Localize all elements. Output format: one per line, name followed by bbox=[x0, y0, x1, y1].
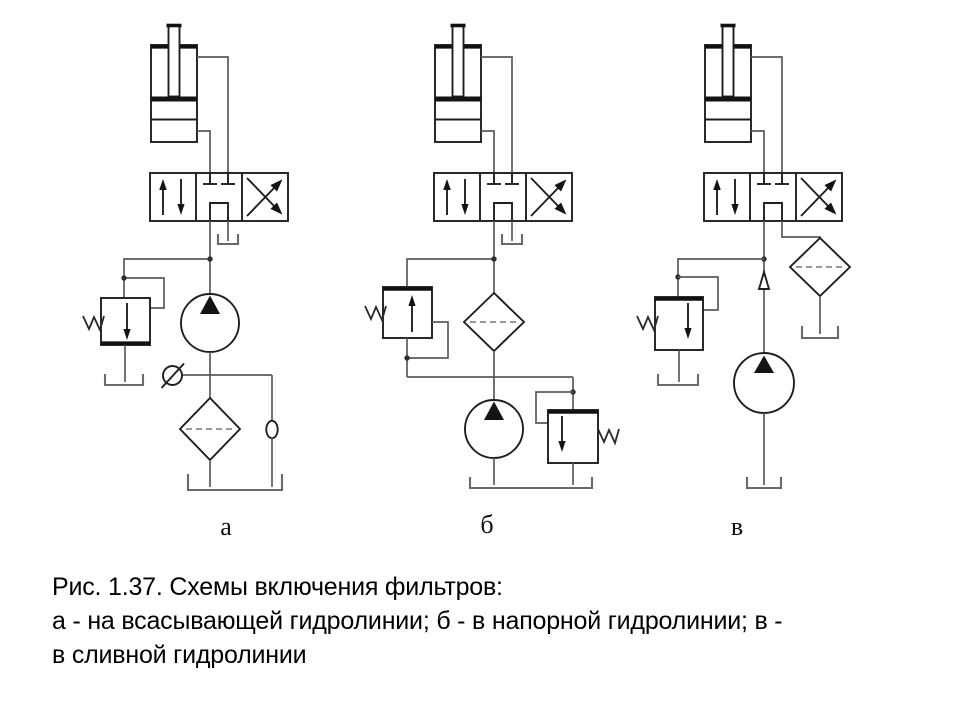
tank-icon bbox=[186, 474, 284, 492]
filter-icon bbox=[178, 396, 242, 462]
junction-dot bbox=[404, 355, 410, 361]
pilot-pipe bbox=[407, 321, 449, 359]
flow-direction-arrow-icon bbox=[757, 268, 771, 290]
check-valve-icon bbox=[265, 375, 279, 487]
relief-valve-icon bbox=[547, 409, 620, 464]
cylinder-valve-assembly-a bbox=[148, 23, 290, 223]
diagram-a: а bbox=[82, 23, 290, 541]
pilot-pipe bbox=[124, 277, 165, 309]
hydraulic-schematics-svg: а bbox=[82, 23, 852, 541]
tank-icon bbox=[800, 326, 840, 340]
caption-line-3: в сливной гидролинии bbox=[52, 641, 307, 669]
diagram-b: б bbox=[364, 23, 620, 539]
relief-branch-pipe bbox=[123, 258, 210, 298]
relief-branch-pipe bbox=[677, 258, 764, 297]
relief-valve-icon bbox=[636, 296, 704, 351]
diagram-label-a: а bbox=[220, 512, 232, 541]
filter-icon bbox=[462, 291, 526, 353]
cylinder-valve-assembly-v bbox=[702, 23, 844, 223]
gauge-icon bbox=[160, 362, 272, 389]
pump-icon bbox=[733, 352, 795, 414]
figure-caption: Рис. 1.37. Схемы включения фильтров: а -… bbox=[52, 570, 932, 672]
bypass-valve-icon bbox=[364, 286, 433, 339]
diagram-v: в bbox=[636, 23, 852, 541]
tank-icon bbox=[103, 374, 145, 387]
diagram-label-b: б bbox=[480, 510, 493, 539]
pump-icon bbox=[464, 399, 524, 459]
pilot-pipe bbox=[535, 391, 573, 424]
spring-icon bbox=[82, 314, 105, 333]
drain-tank-a bbox=[216, 219, 240, 246]
spring-icon bbox=[636, 314, 659, 333]
diagram-label-v: в bbox=[731, 512, 743, 541]
pump-icon bbox=[180, 293, 240, 353]
relief-valve-icon bbox=[82, 297, 151, 346]
junction-dot bbox=[207, 256, 213, 262]
tank-icon bbox=[656, 374, 700, 387]
cylinder-valve-assembly-b bbox=[432, 23, 574, 223]
caption-line-2: а - на всасывающей гидролинии; б - в нап… bbox=[52, 607, 783, 635]
junction-dot bbox=[491, 256, 497, 262]
drain-pipe bbox=[781, 221, 821, 240]
spring-icon bbox=[597, 427, 620, 446]
pilot-pipe bbox=[678, 276, 719, 311]
junction-dot bbox=[121, 275, 127, 281]
tank-icon bbox=[745, 477, 783, 490]
bypass-branch-pipe bbox=[406, 258, 494, 287]
filter-icon bbox=[788, 236, 852, 298]
caption-line-1: Рис. 1.37. Схемы включения фильтров: bbox=[52, 573, 503, 601]
tank-icon bbox=[468, 477, 594, 490]
drain-tank-b bbox=[500, 219, 524, 246]
spring-icon bbox=[364, 304, 387, 323]
